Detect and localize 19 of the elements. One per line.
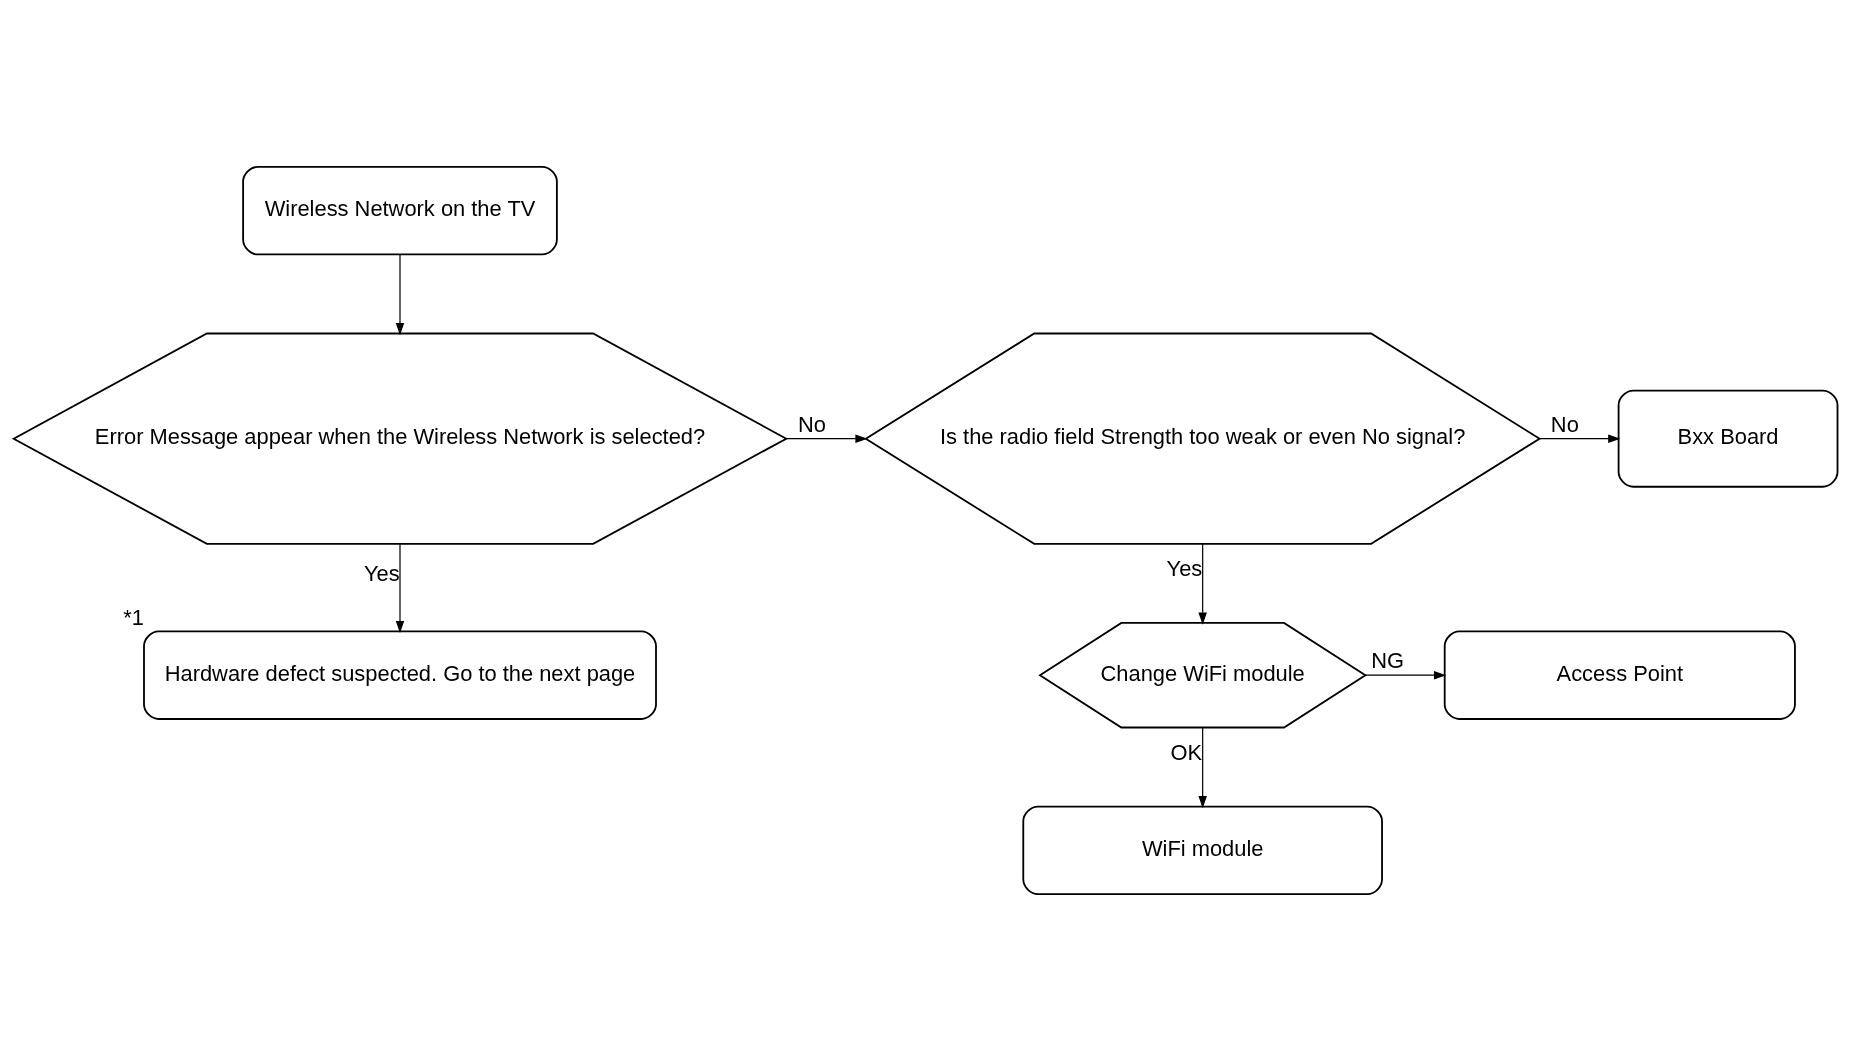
edge-label: No bbox=[1550, 411, 1579, 437]
edge-label: OK bbox=[1170, 739, 1203, 765]
arrow bbox=[1538, 433, 1621, 443]
node-box: WiFi module bbox=[1022, 805, 1383, 895]
edge-label: No bbox=[798, 411, 826, 437]
arrow bbox=[1364, 670, 1447, 679]
node-box: Wireless Network on the TV bbox=[242, 165, 558, 255]
edge-label: Yes bbox=[363, 560, 400, 586]
edge-label: Yes bbox=[1166, 555, 1203, 581]
arrow bbox=[395, 542, 405, 633]
arrow bbox=[1198, 726, 1207, 808]
node-box: Hardware defect suspected. Go to the next page bbox=[143, 630, 657, 720]
edge-label: NG bbox=[1371, 647, 1405, 673]
node-box: Bxx Board bbox=[1617, 389, 1839, 488]
node-box: Access Point bbox=[1443, 630, 1796, 720]
arrow bbox=[785, 433, 868, 443]
arrow bbox=[1198, 542, 1207, 625]
arrow bbox=[395, 253, 405, 335]
node-label: *1 bbox=[123, 604, 144, 630]
